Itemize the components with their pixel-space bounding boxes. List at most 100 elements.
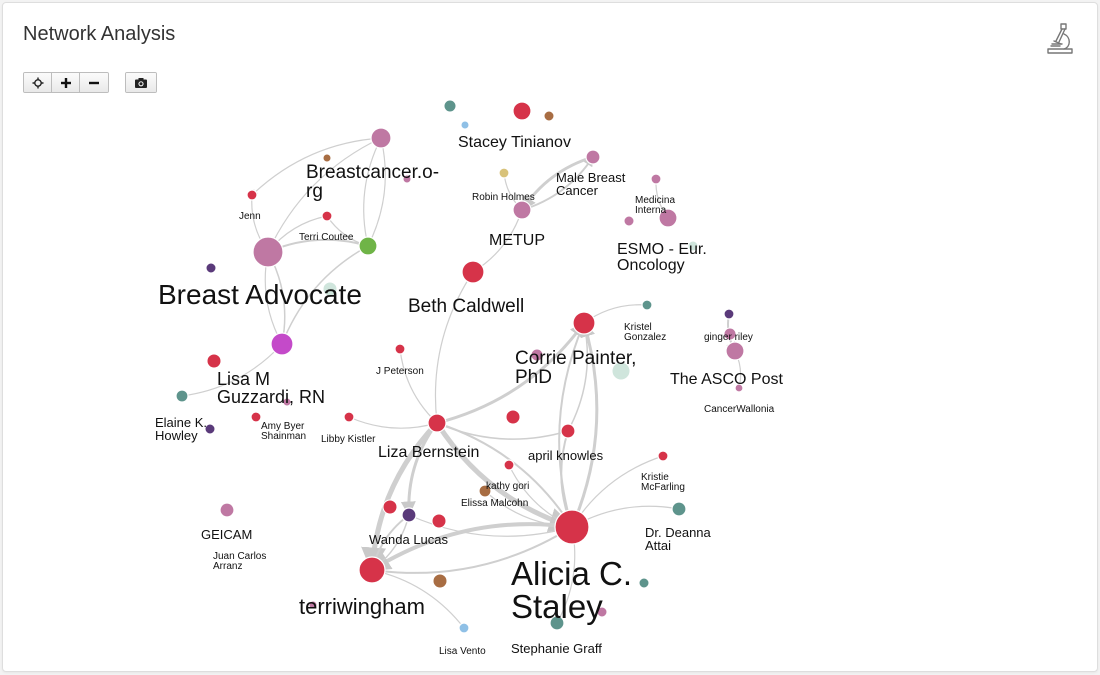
node-label-breast_advocate: Breast Advocate xyxy=(158,279,362,310)
graph-node-unlabeled[interactable] xyxy=(431,513,447,529)
edge-terriwingham-alicia xyxy=(371,526,573,574)
graph-node-unlabeled[interactable] xyxy=(623,215,635,227)
node-label-kathy: kathy gori xyxy=(486,481,529,492)
graph-node-lisa_vento[interactable] xyxy=(458,622,470,634)
graph-node-cancerwallonia[interactable] xyxy=(734,383,744,393)
fit-view-button[interactable] xyxy=(24,73,52,92)
graph-node-metup[interactable] xyxy=(512,200,532,220)
edge-libby-liza xyxy=(348,416,438,429)
edge-elaine-lisa_m xyxy=(181,343,283,397)
graph-node-ginger[interactable] xyxy=(723,308,735,320)
node-label-j_peterson: J Peterson xyxy=(376,366,424,377)
minus-icon xyxy=(89,81,99,84)
graph-node-elissa[interactable] xyxy=(478,484,492,498)
node-label-geicam: GEICAM xyxy=(201,527,252,542)
zoom-out-button[interactable] xyxy=(80,73,108,92)
graph-node-unlabeled[interactable] xyxy=(596,606,608,618)
graph-node-kristie[interactable] xyxy=(657,450,669,462)
graph-node-unlabeled[interactable] xyxy=(204,423,216,435)
export-button-group xyxy=(125,72,157,93)
edge-liza-alicia xyxy=(434,421,575,533)
graph-node-stephanie[interactable] xyxy=(549,615,565,631)
node-label-april: april knowles xyxy=(528,448,604,463)
graph-node-elaine[interactable] xyxy=(175,389,189,403)
graph-node-wanda[interactable] xyxy=(401,507,417,523)
graph-node-deanna[interactable] xyxy=(671,501,687,517)
graph-node-unlabeled[interactable] xyxy=(611,361,631,381)
graph-node-unlabeled[interactable] xyxy=(206,353,222,369)
edge-liza-corrie xyxy=(436,321,586,425)
graph-node-liza[interactable] xyxy=(427,413,447,433)
graph-node-unlabeled[interactable] xyxy=(530,348,544,362)
edge-breastcancer_org-green_hub xyxy=(363,137,382,247)
graph-node-unlabeled[interactable] xyxy=(322,153,332,163)
graph-node-geicam[interactable] xyxy=(219,502,235,518)
graph-node-terri_coutee[interactable] xyxy=(321,210,333,222)
graph-node-corrie[interactable] xyxy=(572,311,596,335)
zoom-in-button[interactable] xyxy=(52,73,80,92)
graph-node-unlabeled[interactable] xyxy=(402,174,412,184)
graph-node-lisa_m[interactable] xyxy=(270,332,294,356)
graph-node-terriwingham[interactable] xyxy=(358,556,386,584)
graph-node-unlabeled[interactable] xyxy=(308,600,318,610)
graph-node-male_bc[interactable] xyxy=(585,149,601,165)
node-label-corrie: Corrie Painter,PhD xyxy=(515,348,636,388)
graph-node-beth[interactable] xyxy=(461,260,485,284)
node-label-lisa_vento: Lisa Vento xyxy=(439,646,486,657)
graph-node-unlabeled[interactable] xyxy=(282,397,292,407)
graph-node-breastcancer_org[interactable] xyxy=(370,127,392,149)
node-label-stephanie: Stephanie Graff xyxy=(511,641,602,656)
node-label-cancerwallonia: CancerWallonia xyxy=(704,404,775,415)
graph-node-april[interactable] xyxy=(560,423,576,439)
edge-alicia-terriwingham xyxy=(370,522,573,572)
microscope-icon[interactable] xyxy=(1043,21,1077,57)
edge-green_hub-breastcancer_org xyxy=(367,137,386,247)
edge-wanda-alicia xyxy=(408,514,573,537)
graph-node-unlabeled[interactable] xyxy=(687,240,699,252)
node-label-jenn: Jenn xyxy=(239,211,261,222)
graph-node-unlabeled[interactable] xyxy=(638,577,650,589)
graph-node-medicina[interactable] xyxy=(650,173,662,185)
graph-node-breast_advocate[interactable] xyxy=(252,236,284,268)
graph-node-unlabeled[interactable] xyxy=(322,281,338,297)
edge-j_peterson-liza xyxy=(399,348,438,424)
node-layer xyxy=(175,99,745,634)
graph-node-kathy[interactable] xyxy=(503,459,515,471)
node-label-ginger: ginger riley xyxy=(704,332,753,343)
graph-node-alicia[interactable] xyxy=(554,509,590,545)
graph-node-libby[interactable] xyxy=(343,411,355,423)
graph-node-amy_byer[interactable] xyxy=(250,411,262,423)
graph-node-unlabeled[interactable] xyxy=(543,110,555,122)
graph-node-robin[interactable] xyxy=(498,167,510,179)
graph-node-green_hub[interactable] xyxy=(358,236,378,256)
page-title: Network Analysis xyxy=(23,23,176,45)
graph-node-j_peterson[interactable] xyxy=(394,343,406,355)
node-label-robin: Robin Holmes xyxy=(472,192,535,203)
graph-node-stacey[interactable] xyxy=(512,101,532,121)
graph-node-unlabeled[interactable] xyxy=(505,409,521,425)
edge-beth-liza xyxy=(433,271,474,424)
graph-node-unlabeled[interactable] xyxy=(382,499,398,515)
graph-node-unlabeled[interactable] xyxy=(723,327,737,341)
export-image-button[interactable] xyxy=(126,73,156,92)
graph-node-unlabeled[interactable] xyxy=(460,120,470,130)
graph-node-unlabeled[interactable] xyxy=(432,573,448,589)
edge-liza-terriwingham xyxy=(361,421,439,573)
graph-node-esmo[interactable] xyxy=(658,208,678,228)
graph-node-jenn[interactable] xyxy=(246,189,258,201)
edge-alicia-corrie xyxy=(570,321,599,528)
node-label-metup: METUP xyxy=(489,232,545,249)
graph-node-unlabeled[interactable] xyxy=(443,99,457,113)
graph-node-asco[interactable] xyxy=(725,341,745,361)
graph-node-unlabeled[interactable] xyxy=(205,262,217,274)
graph-node-kristel[interactable] xyxy=(641,299,653,311)
